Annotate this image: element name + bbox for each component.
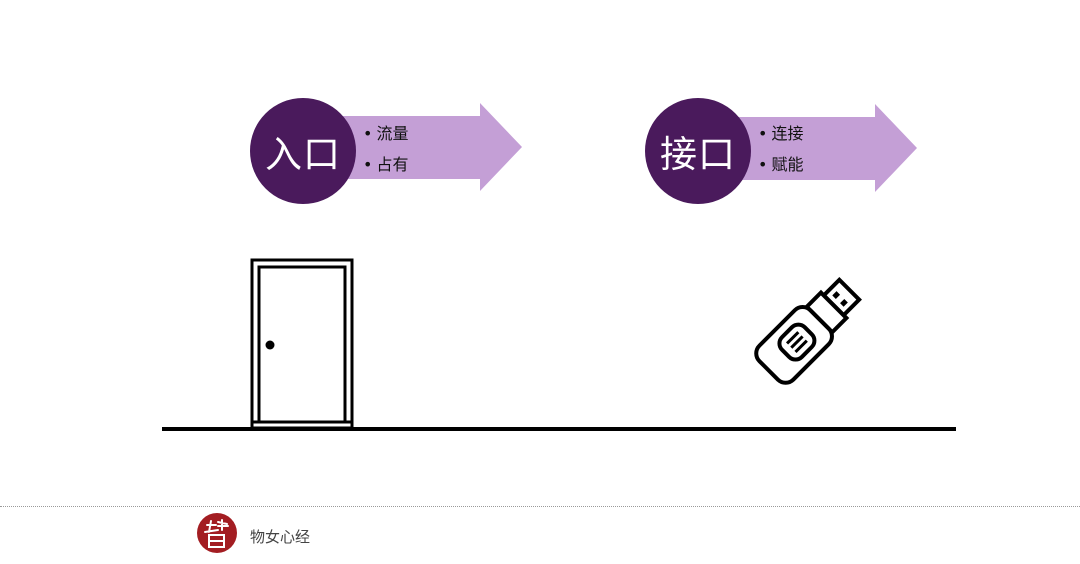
door-icon (250, 258, 354, 430)
concept-interface: 接口 连接 赋能 (645, 95, 925, 205)
footer-title: 物女心经 (250, 528, 311, 546)
brand-logo-icon (197, 513, 237, 553)
bullet-item: 流量 (363, 123, 408, 154)
concept-entry: 入口 流量 占有 (250, 95, 530, 205)
bullet-item: 赋能 (758, 154, 803, 185)
bullet-item: 连接 (758, 123, 803, 154)
concept-title: 接口 (660, 133, 736, 176)
ground-line (162, 427, 956, 431)
footer-divider (0, 506, 1080, 507)
bullet-list: 连接 赋能 (758, 123, 803, 185)
concept-title-circle: 入口 (250, 98, 356, 204)
bullet-item: 占有 (363, 154, 408, 185)
bullet-list: 流量 占有 (363, 123, 408, 185)
usb-drive-icon (754, 277, 862, 385)
concept-title-circle: 接口 (645, 98, 751, 204)
concept-title: 入口 (265, 133, 341, 176)
